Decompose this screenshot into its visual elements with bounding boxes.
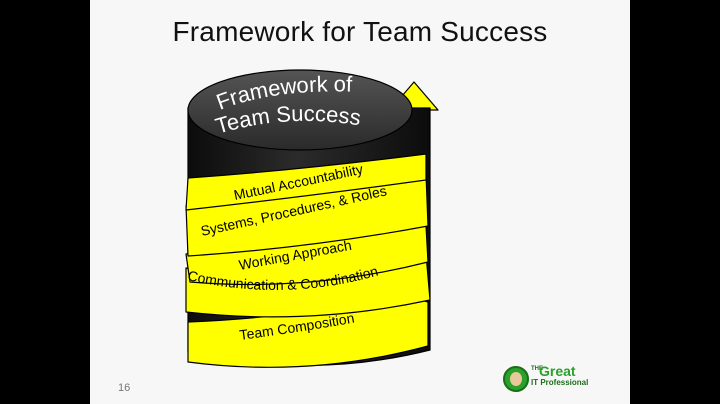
brand-logo: THE Great IT Professional — [503, 363, 623, 394]
mascot-icon — [503, 366, 529, 392]
logo-the: THE — [531, 366, 543, 372]
framework-diagram: Framework of Team Success Mutual Account… — [185, 69, 439, 368]
page-number: 16 — [118, 382, 131, 394]
logo-great: Great — [539, 363, 576, 379]
slide-title: Framework for Team Success — [172, 16, 548, 47]
logo-it-professional: IT Professional — [531, 378, 589, 387]
slide: Framework for Team Success — [90, 0, 630, 404]
stack-top — [187, 69, 413, 151]
band-mutual-accountability — [185, 153, 427, 211]
